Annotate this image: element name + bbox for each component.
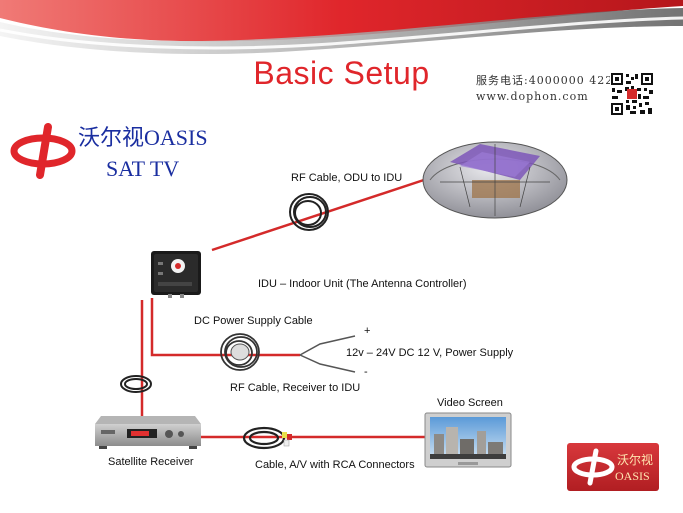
label-video-screen: Video Screen (437, 397, 503, 409)
service-phone: 服务电话:4000000 422 (476, 74, 614, 87)
label-rf-odu-idu: RF Cable, ODU to IDU (291, 172, 403, 184)
contact-info: 服务电话:4000000 422 www.dophon.com (476, 73, 613, 105)
positive-sign: + (364, 325, 371, 337)
label-rf-receiver-idu: RF Cable, Receiver to IDU (230, 382, 361, 394)
oasis-logo-icon (10, 123, 76, 179)
page-title: Basic Setup (253, 55, 430, 91)
website-link[interactable]: www.dophon.com (476, 90, 589, 103)
qr-code-icon (610, 72, 654, 116)
badge-logo-icon (571, 448, 615, 486)
brand-name: 沃尔视OASIS (78, 125, 208, 150)
receiver-cable-coil-icon (120, 375, 152, 393)
video-screen-icon (424, 412, 512, 468)
header-swoosh (0, 0, 683, 55)
av-cable-coil-icon (242, 426, 292, 450)
label-dc-cable: DC Power Supply Cable (194, 315, 313, 327)
label-idu: IDU – Indoor Unit (The Antenna Controlle… (258, 278, 467, 290)
brand-subtitle: SAT TV (106, 156, 180, 181)
label-av-cable: Cable, A/V with RCA Connectors (255, 459, 415, 471)
satellite-receiver-icon (95, 416, 201, 449)
idu-controller-icon (151, 251, 201, 298)
badge-brand-cn: 沃尔视 (617, 453, 654, 467)
rf-cable-coil-icon (289, 193, 329, 231)
dc-cable-coil-icon (220, 333, 260, 371)
antenna-dome-icon (422, 141, 568, 219)
label-satellite-receiver: Satellite Receiver (108, 456, 194, 468)
badge-brand-en: OASIS (615, 469, 650, 483)
label-power-supply: 12v – 24V DC 12 V, Power Supply (346, 347, 514, 359)
negative-sign: - (364, 366, 368, 378)
